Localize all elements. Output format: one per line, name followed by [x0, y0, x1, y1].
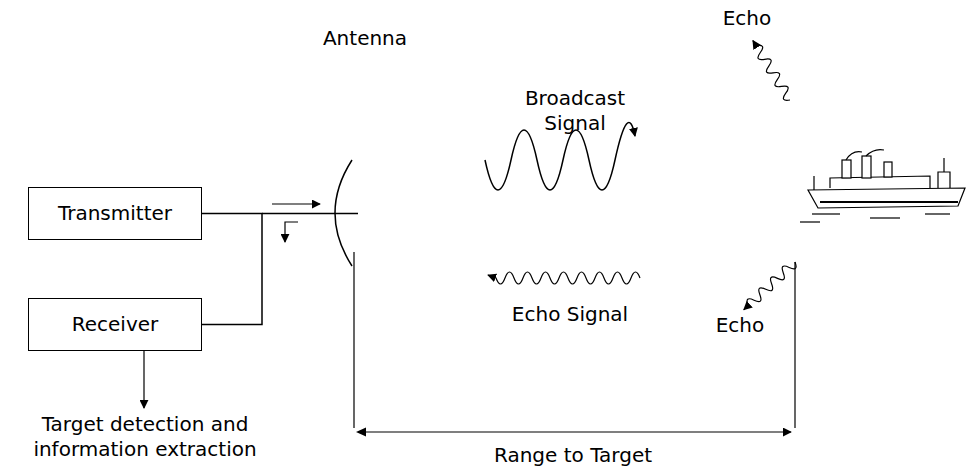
signal-wire	[202, 214, 262, 325]
range-arrow	[358, 431, 791, 432]
annotation-label: Echo	[712, 6, 782, 31]
echo-squiggle	[740, 258, 798, 313]
tx-arrow	[272, 203, 320, 204]
range-tick	[794, 262, 795, 428]
range-tick	[353, 252, 354, 428]
ship	[800, 150, 965, 222]
annotation-label: Broadcast Signal	[505, 86, 645, 136]
annotation-label: Echo	[705, 313, 775, 338]
annotation-label: Antenna	[305, 26, 425, 51]
rx-arrow	[285, 222, 298, 242]
annotation-label: Echo Signal	[495, 302, 645, 327]
output-arrow	[143, 350, 144, 408]
process-box: Receiver	[28, 298, 202, 351]
box-label: Transmitter	[58, 201, 172, 226]
feed-line	[262, 213, 358, 215]
range-arrowhead	[356, 428, 366, 437]
annotation-label: Range to Target	[463, 443, 683, 468]
echo-squiggle	[749, 38, 795, 103]
antenna-dish	[335, 160, 352, 266]
box-label: Receiver	[72, 312, 159, 337]
echo-wave	[488, 272, 640, 284]
process-box: Transmitter	[28, 187, 202, 240]
annotation-label: Target detection and information extract…	[5, 412, 285, 462]
